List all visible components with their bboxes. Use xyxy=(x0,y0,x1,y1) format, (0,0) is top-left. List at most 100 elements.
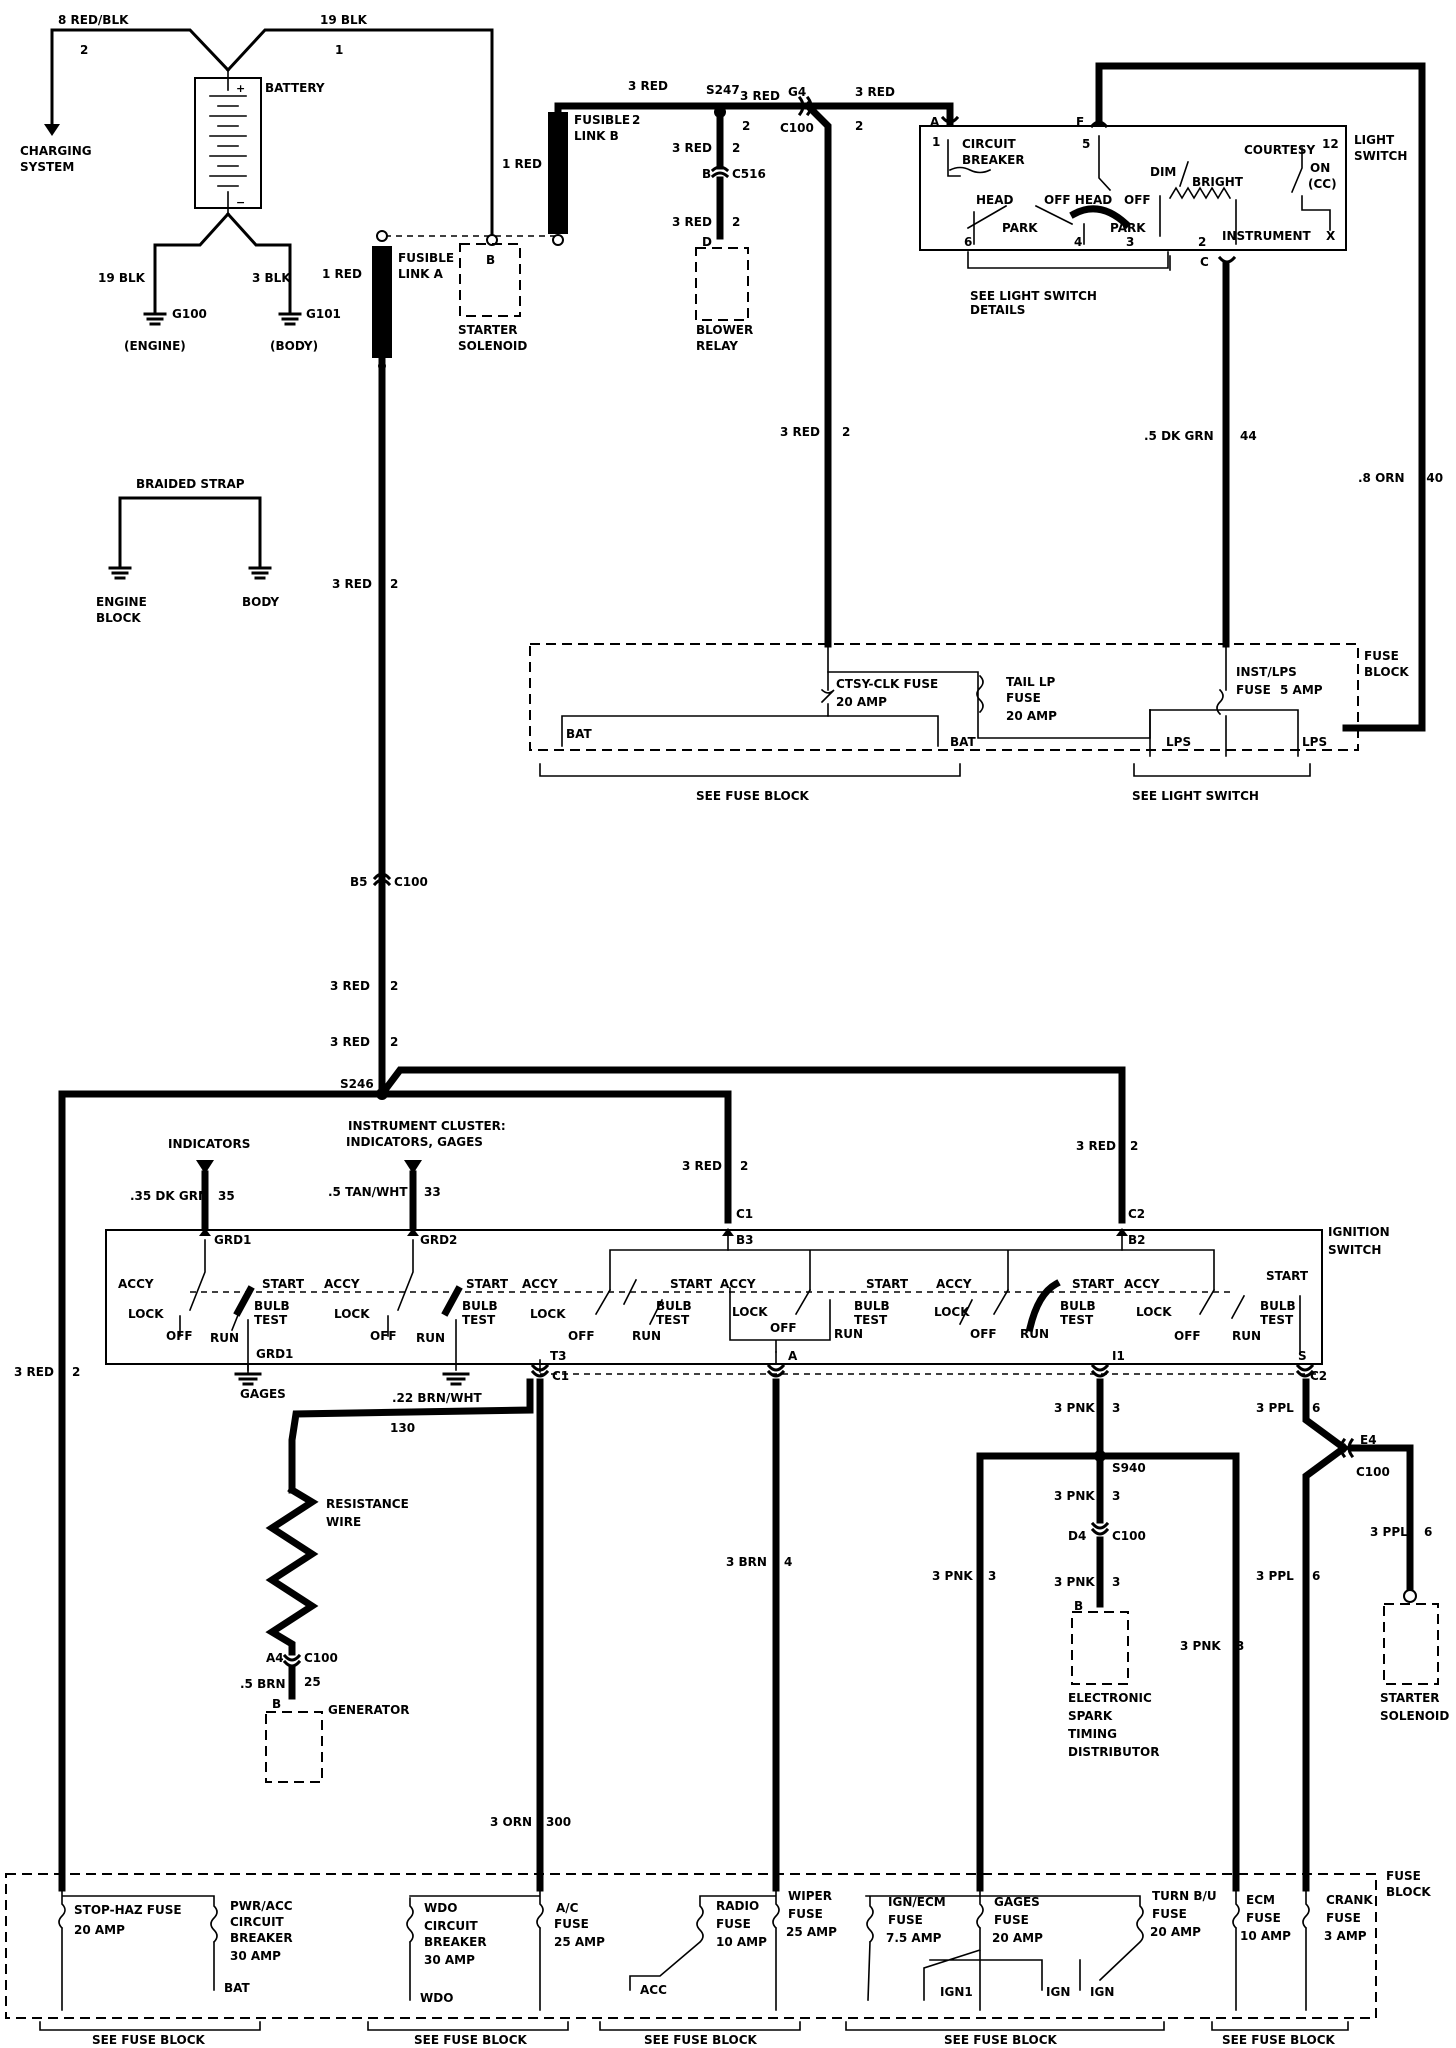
ground-g101-icon xyxy=(278,312,302,326)
svg-text:+: + xyxy=(236,82,245,95)
svg-text:INST/LPS: INST/LPS xyxy=(1236,665,1297,679)
svg-text:20 AMP: 20 AMP xyxy=(1150,1925,1201,1939)
svg-text:30 AMP: 30 AMP xyxy=(230,1949,281,1963)
svg-text:SEE FUSE BLOCK: SEE FUSE BLOCK xyxy=(414,2033,528,2047)
svg-text:GAGES: GAGES xyxy=(994,1895,1040,1909)
svg-text:BAT: BAT xyxy=(224,1981,251,1995)
svg-text:S247: S247 xyxy=(706,83,740,97)
svg-text:BULB: BULB xyxy=(1060,1299,1096,1313)
switch-group-4: ACCY START LOCK BULB TEST OFF RUN xyxy=(720,1277,909,1365)
svg-text:.8 ORN: .8 ORN xyxy=(1358,471,1405,485)
svg-text:(ENGINE): (ENGINE) xyxy=(124,339,186,353)
svg-text:3: 3 xyxy=(1112,1489,1120,1503)
svg-text:WDO: WDO xyxy=(424,1901,457,1915)
svg-text:A: A xyxy=(788,1349,798,1363)
svg-text:33: 33 xyxy=(424,1185,441,1199)
svg-text:300: 300 xyxy=(546,1815,571,1829)
svg-text:3 AMP: 3 AMP xyxy=(1324,1929,1367,1943)
svg-text:RADIO: RADIO xyxy=(716,1899,759,1913)
svg-text:IGN/ECM: IGN/ECM xyxy=(888,1895,946,1909)
svg-text:BAT: BAT xyxy=(566,727,593,741)
svg-text:3 RED: 3 RED xyxy=(330,1035,370,1049)
svg-text:3 PNK: 3 PNK xyxy=(1054,1401,1095,1415)
svg-text:FUSE: FUSE xyxy=(1006,691,1041,705)
svg-text:TAIL LP: TAIL LP xyxy=(1006,675,1055,689)
svg-text:SEE FUSE BLOCK: SEE FUSE BLOCK xyxy=(944,2033,1058,2047)
svg-text:FUSE: FUSE xyxy=(1236,683,1271,697)
svg-text:ACCY: ACCY xyxy=(720,1277,756,1291)
svg-text:44: 44 xyxy=(1240,429,1257,443)
svg-text:30 AMP: 30 AMP xyxy=(424,1953,475,1967)
svg-text:2: 2 xyxy=(1130,1139,1138,1153)
fusible-link-b xyxy=(548,112,568,234)
wire-3-blk-ground xyxy=(225,211,292,314)
svg-text:LPS: LPS xyxy=(1302,735,1327,749)
svg-text:SEE FUSE BLOCK: SEE FUSE BLOCK xyxy=(1222,2033,1336,2047)
svg-text:3 PNK: 3 PNK xyxy=(1054,1575,1095,1589)
ignition-switch: IGNITION SWITCH GRD1 GRD2 B3 B2 ACCY STA… xyxy=(105,1225,1390,1401)
wire-19-blk-ground xyxy=(153,211,231,314)
ground-g100-icon xyxy=(143,312,167,326)
svg-text:3 RED: 3 RED xyxy=(628,79,668,93)
svg-text:(CC): (CC) xyxy=(1308,177,1337,191)
svg-text:FUSE: FUSE xyxy=(1326,1911,1361,1925)
svg-text:BRIGHT: BRIGHT xyxy=(1192,175,1244,189)
svg-text:2: 2 xyxy=(80,43,88,57)
svg-text:19 BLK: 19 BLK xyxy=(320,13,368,27)
svg-text:FUSIBLE: FUSIBLE xyxy=(574,113,630,127)
svg-text:TEST: TEST xyxy=(656,1313,690,1327)
svg-text:4: 4 xyxy=(1074,235,1082,249)
svg-text:SOLENOID: SOLENOID xyxy=(458,339,527,353)
svg-text:2: 2 xyxy=(855,119,863,133)
svg-text:130: 130 xyxy=(390,1421,415,1435)
fuse-block-bottom: FUSE BLOCK STOP-HAZ FUSE 20 AMP PWR/ACC … xyxy=(5,1869,1431,2047)
svg-text:CTSY-CLK FUSE: CTSY-CLK FUSE xyxy=(836,677,938,691)
svg-text:BREAKER: BREAKER xyxy=(230,1931,293,1945)
svg-text:3: 3 xyxy=(1126,235,1134,249)
svg-text:3: 3 xyxy=(1112,1575,1120,1589)
svg-text:3 RED: 3 RED xyxy=(682,1159,722,1173)
switch-group-6: ACCY START LOCK BULB TEST OFF RUN xyxy=(1124,1269,1309,1355)
svg-text:C100: C100 xyxy=(304,1651,338,1665)
fusible-link-a xyxy=(372,246,392,358)
svg-text:2: 2 xyxy=(390,577,398,591)
svg-text:3 RED: 3 RED xyxy=(740,89,780,103)
svg-text:TEST: TEST xyxy=(854,1313,888,1327)
wire-19-blk-top xyxy=(225,28,494,242)
svg-text:OFF HEAD: OFF HEAD xyxy=(1044,193,1112,207)
svg-text:3 RED: 3 RED xyxy=(330,979,370,993)
svg-text:5: 5 xyxy=(1082,137,1090,151)
svg-text:WIPER: WIPER xyxy=(788,1889,832,1903)
svg-text:1: 1 xyxy=(932,135,940,149)
svg-text:6: 6 xyxy=(1424,1525,1432,1539)
svg-text:IGN: IGN xyxy=(1046,1985,1070,1999)
svg-text:RUN: RUN xyxy=(416,1331,445,1345)
svg-text:3 RED: 3 RED xyxy=(1076,1139,1116,1153)
svg-text:CHARGING: CHARGING xyxy=(20,144,92,158)
svg-text:GRD1: GRD1 xyxy=(214,1233,251,1247)
starter-solenoid-top xyxy=(459,243,521,317)
arrow-charging xyxy=(44,124,60,136)
svg-text:TEST: TEST xyxy=(1060,1313,1094,1327)
svg-text:FUSE: FUSE xyxy=(994,1913,1029,1927)
battery-cells xyxy=(209,69,247,215)
svg-text:SEE FUSE BLOCK: SEE FUSE BLOCK xyxy=(92,2033,206,2047)
svg-text:35: 35 xyxy=(218,1189,235,1203)
svg-text:LIGHT: LIGHT xyxy=(1354,133,1395,147)
svg-text:STARTER: STARTER xyxy=(458,323,518,337)
svg-text:(BODY): (BODY) xyxy=(270,339,318,353)
svg-text:3 PNK: 3 PNK xyxy=(1180,1639,1221,1653)
svg-text:3 RED: 3 RED xyxy=(672,141,712,155)
svg-text:TEST: TEST xyxy=(1260,1313,1294,1327)
svg-text:2: 2 xyxy=(390,979,398,993)
switch-group-1: ACCY START LOCK BULB TEST OFF RUN GRD1 xyxy=(118,1239,305,1371)
svg-text:F: F xyxy=(1076,115,1084,129)
svg-text:BULB: BULB xyxy=(1260,1299,1296,1313)
svg-text:2: 2 xyxy=(1198,235,1206,249)
svg-text:3 RED: 3 RED xyxy=(672,215,712,229)
battery-symbol xyxy=(194,77,262,209)
svg-text:B: B xyxy=(272,1697,281,1711)
indicator-arrow-icon xyxy=(196,1160,214,1174)
svg-text:3 BRN: 3 BRN xyxy=(726,1555,767,1569)
svg-text:ACC: ACC xyxy=(640,1983,667,1997)
